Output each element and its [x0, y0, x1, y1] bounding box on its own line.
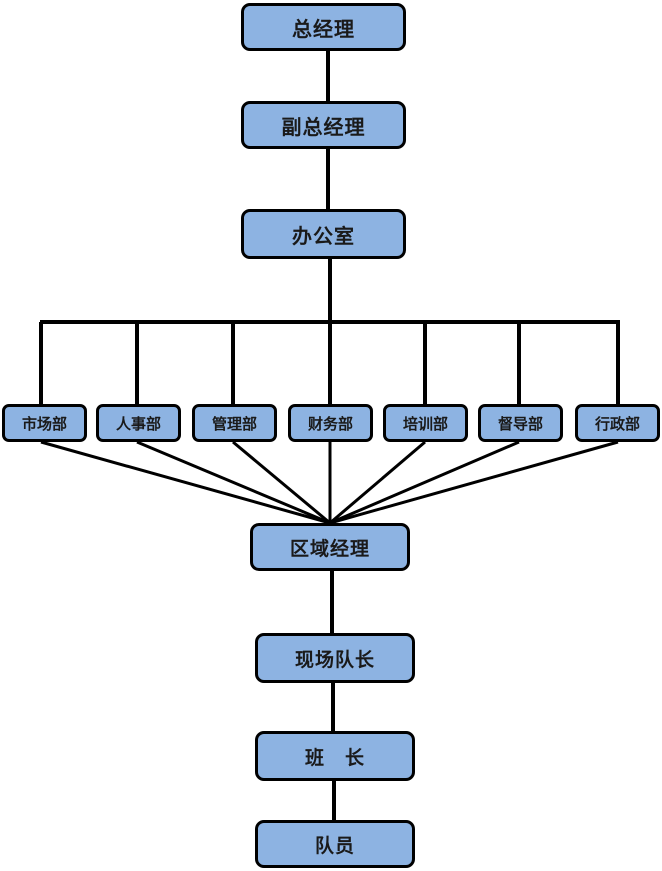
- org-node-label: 办公室: [292, 225, 355, 248]
- org-node-d4[interactable]: 财务部: [288, 404, 373, 442]
- org-node-label: 财务部: [307, 416, 353, 433]
- org-node-label: 人事部: [115, 416, 161, 433]
- org-node-label: 管理部: [211, 416, 257, 433]
- connector-converge-16: [329, 440, 520, 525]
- org-node-n5[interactable]: 现场队长: [255, 633, 415, 683]
- org-node-n3[interactable]: 办公室: [241, 209, 406, 259]
- org-node-n6[interactable]: 班 长: [255, 731, 415, 781]
- org-node-label: 培训部: [402, 416, 448, 433]
- org-node-d6[interactable]: 督导部: [478, 404, 563, 442]
- org-node-d7[interactable]: 行政部: [575, 404, 660, 442]
- org-node-n7[interactable]: 队员: [255, 820, 415, 868]
- org-node-label: 副总经理: [281, 116, 366, 139]
- org-node-label: 总经理: [292, 18, 355, 41]
- org-node-label: 现场队长: [294, 649, 375, 671]
- connector-converge-12: [136, 440, 331, 525]
- org-node-label: 市场部: [21, 416, 67, 433]
- connector-converge-17: [329, 440, 619, 525]
- org-node-n1[interactable]: 总经理: [241, 3, 406, 51]
- connector-converge-15: [329, 440, 426, 525]
- org-node-label: 队员: [314, 835, 355, 857]
- org-node-d3[interactable]: 管理部: [192, 404, 277, 442]
- org-node-n4[interactable]: 区域经理: [250, 523, 410, 571]
- org-node-label: 行政部: [594, 416, 640, 433]
- org-node-label: 区域经理: [289, 538, 370, 560]
- org-node-d5[interactable]: 培训部: [383, 404, 468, 442]
- org-node-label: 班 长: [304, 747, 365, 769]
- org-node-n2[interactable]: 副总经理: [241, 101, 406, 149]
- connector-converge-13: [232, 440, 331, 525]
- org-node-d2[interactable]: 人事部: [96, 404, 181, 442]
- org-node-label: 督导部: [497, 416, 543, 433]
- org-node-d1[interactable]: 市场部: [2, 404, 87, 442]
- connector-converge-11: [40, 440, 331, 525]
